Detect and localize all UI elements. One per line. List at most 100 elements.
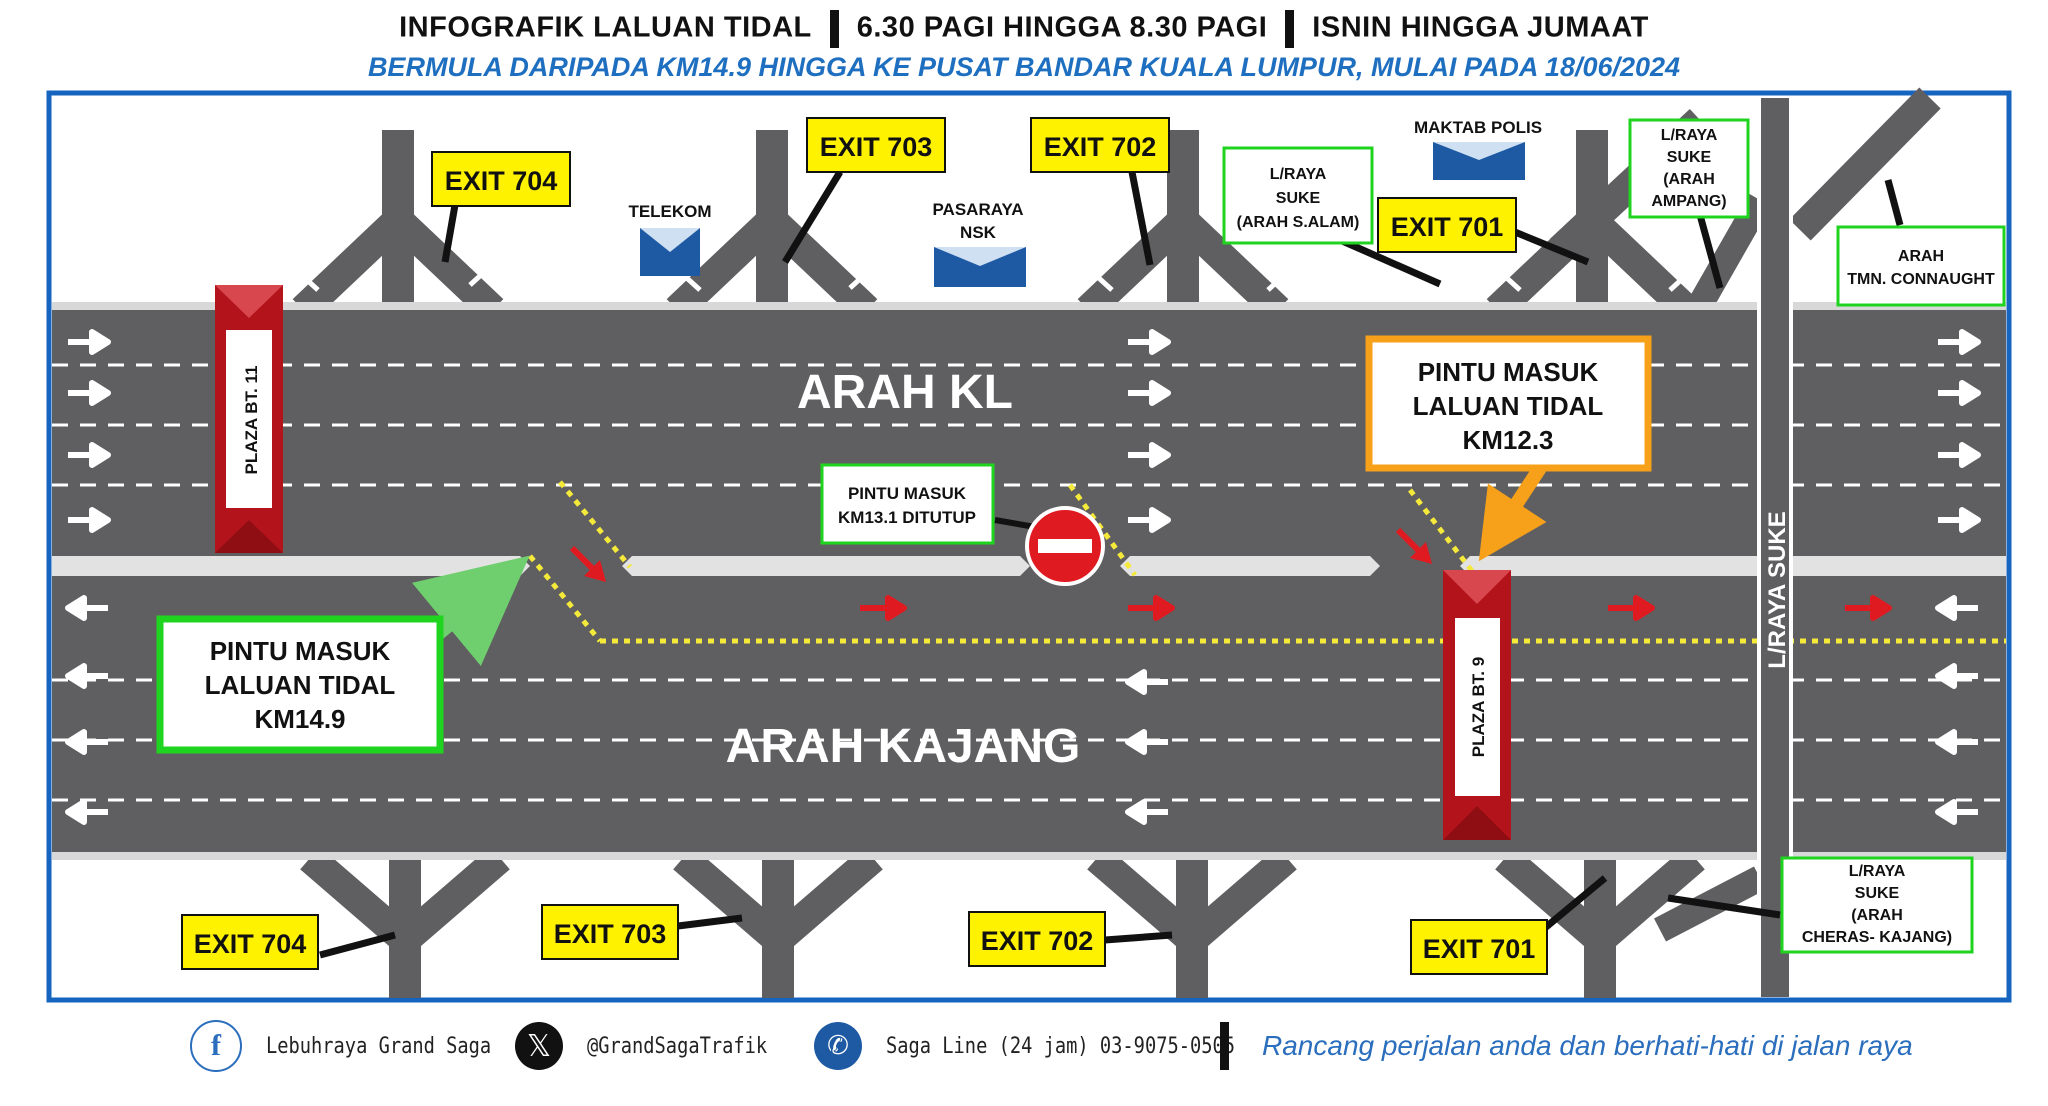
slip-road <box>1087 846 1202 952</box>
ramp-arrow-icon <box>1902 133 1922 167</box>
arrow-shape <box>1845 595 1892 621</box>
arrow-right-icon <box>68 442 111 468</box>
footer-facebook[interactable]: f Lebuhraya Grand Saga <box>190 1018 531 1074</box>
no-entry-sign <box>994 506 1105 586</box>
arrow-left-icon <box>1125 669 1168 695</box>
arrow-right-icon <box>68 380 111 406</box>
callout-box <box>1836 225 2006 307</box>
median-barrier <box>52 556 530 576</box>
callout-km131: PINTU MASUK KM13.1 DITUTUP <box>820 463 995 545</box>
slip-road <box>1581 209 1698 321</box>
slip-road <box>395 846 510 952</box>
leader-line <box>782 170 843 264</box>
arrow-shape <box>1938 329 1981 355</box>
callout-box <box>1365 335 1652 472</box>
arrow-shape <box>1668 268 1694 292</box>
arrow-shape <box>1395 527 1423 555</box>
arrow-shape <box>1935 595 1978 621</box>
slogan-text: Rancang perjalan anda dan berhati-hati d… <box>1262 1030 1913 1061</box>
arrow-shape <box>68 329 111 355</box>
arrow-shape <box>68 507 111 533</box>
suke-road-edge <box>1757 98 1761 997</box>
footer-twitter[interactable]: 𝕏 @GrandSagaTrafik <box>515 1018 799 1074</box>
slip-road <box>292 209 409 321</box>
footer: f Lebuhraya Grand Saga 𝕏 @GrandSagaTrafi… <box>0 1018 2048 1078</box>
landmark-label: MAKTAB POLIS <box>1414 118 1542 137</box>
landmark-pasaraya: PASARAYA NSK <box>932 200 1026 287</box>
slip-road <box>300 846 415 952</box>
slip-road <box>1789 87 1941 241</box>
slip-road <box>673 846 788 952</box>
arrow-shape <box>1935 799 1978 825</box>
footer-slogan: Rancang perjalan anda dan berhati-hati d… <box>1262 1018 1913 1074</box>
arrow-right-icon <box>1938 329 1981 355</box>
arrow-left-icon <box>1935 799 1978 825</box>
callout-box <box>156 615 444 754</box>
median-barrier <box>622 556 1030 576</box>
arrow-right-icon <box>68 329 111 355</box>
exit-label-box <box>806 117 946 173</box>
callout-km149: PINTU MASUK LALUAN TIDAL KM14.9 <box>156 555 530 754</box>
exit-label-box <box>431 151 571 207</box>
leader-line <box>1508 226 1590 266</box>
exit-label-text: EXIT 702 <box>981 926 1094 956</box>
footer-separator <box>1220 1022 1229 1070</box>
arrow-shape <box>1125 799 1168 825</box>
arrow-shape <box>1125 729 1168 755</box>
arrow-shape <box>65 799 108 825</box>
ramp-arrow-icon <box>294 268 320 292</box>
arrow-shape <box>1088 268 1114 292</box>
arrow-shape <box>1496 268 1522 292</box>
callout-line: LALUAN TIDAL <box>1413 391 1604 421</box>
arrow-shape <box>1128 380 1171 406</box>
arrow-right-icon <box>1938 380 1981 406</box>
arrow-shape <box>1128 595 1175 621</box>
suke-road-edge <box>1789 98 1793 997</box>
callout-suke-cheras: L/RAYA SUKE (ARAH CHERAS- KAJANG) <box>1780 856 1974 954</box>
arrow-left-icon <box>1935 595 1978 621</box>
plaza-label: PLAZA BT. 9 <box>1469 657 1488 757</box>
leader-line <box>1537 875 1608 935</box>
slip-road <box>387 209 504 321</box>
callout-line: PINTU MASUK <box>848 484 967 503</box>
arrow-shape <box>1125 669 1168 695</box>
arrow-right-icon <box>1128 329 1171 355</box>
callout-box <box>1780 856 1974 954</box>
building-roof <box>640 228 700 252</box>
arrow-left-icon <box>65 663 108 689</box>
arrow-left-icon <box>1935 729 1978 755</box>
exit-label-box <box>541 904 679 960</box>
exit-leaders <box>319 170 1904 959</box>
plaza-label: PLAZA BT. 11 <box>242 366 261 475</box>
arrow-shape <box>860 595 907 621</box>
leader-line <box>319 931 396 959</box>
ramp-arrow-icon <box>1266 268 1292 292</box>
callout-line: TMN. CONNAUGHT <box>1847 271 1995 288</box>
slip-road <box>1495 846 1610 952</box>
leader-line <box>1128 171 1154 266</box>
plaza-bt11: PLAZA BT. 11 <box>215 285 283 553</box>
arrow-shape <box>848 266 874 290</box>
landmark-maktab-polis: MAKTAB POLIS <box>1414 118 1542 180</box>
building-roof <box>1433 142 1525 160</box>
callout-line: CHERAS- KAJANG) <box>1802 929 1952 946</box>
arrow-left-icon <box>65 595 108 621</box>
exit-701-top: EXIT 701 <box>1377 197 1517 253</box>
callout-line: KM13.1 DITUTUP <box>838 508 976 527</box>
arrow-right-icon <box>68 507 111 533</box>
exit-label-text: EXIT 703 <box>554 919 667 949</box>
highway <box>52 308 2006 860</box>
ramp-arrow-icon <box>1668 268 1694 292</box>
callout-line: KM12.3 <box>1462 425 1553 455</box>
slip-road <box>1688 193 1772 312</box>
arrow-diagonal-icon <box>1395 527 1432 564</box>
footer-phone[interactable]: ✆ Saga Line (24 jam) 03-9075-0505 <box>814 1018 1297 1074</box>
direction-label-kl: ARAH KL <box>797 366 1013 419</box>
highway-edge-top <box>52 302 2006 310</box>
plaza-sign <box>226 330 272 508</box>
arrow-left-icon <box>65 799 108 825</box>
no-entry-bar <box>1038 539 1092 553</box>
arrow-right-icon <box>1608 595 1655 621</box>
callout-line: AMPANG) <box>1651 193 1726 210</box>
